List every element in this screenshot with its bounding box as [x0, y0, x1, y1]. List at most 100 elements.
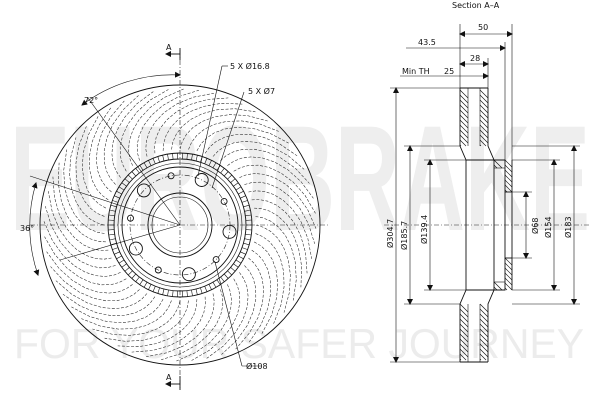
hatch-line — [504, 184, 513, 193]
ring-tick — [131, 273, 137, 279]
vane-curve — [81, 116, 107, 209]
angle-arc-36 — [29, 182, 40, 276]
dim-50: 50 — [478, 23, 488, 32]
vane-curve — [92, 300, 181, 336]
vane-curve — [45, 206, 116, 269]
front-view: A A 72° 36° 5 X Ø16.8 5 X Ø7 Ø108 — [20, 43, 330, 390]
ring-tick — [200, 287, 203, 294]
hatch-line — [504, 257, 513, 266]
watermark-line1: EUROBRAKE — [10, 94, 590, 262]
ring-tick — [139, 165, 144, 171]
ring-tick — [157, 287, 160, 294]
ring-tick — [191, 154, 193, 161]
ring-tick — [230, 178, 236, 183]
hatch-line — [479, 328, 489, 338]
dim-154: Ø154 — [543, 216, 553, 238]
ring-tick — [172, 153, 174, 160]
hatch-line — [459, 94, 469, 104]
hatch-line — [479, 144, 482, 147]
vane-curve — [248, 249, 271, 343]
vane-curve — [161, 289, 224, 360]
hatch-line — [479, 343, 489, 353]
hatch-line — [479, 99, 489, 109]
vane-curve — [191, 278, 241, 361]
hatch-line — [504, 282, 513, 291]
ring-tick — [109, 209, 116, 212]
ring-tick — [114, 195, 120, 199]
vane-curve — [43, 221, 121, 277]
ring-tick — [212, 282, 217, 288]
vane-curve — [171, 108, 256, 150]
hatch-line — [493, 164, 498, 169]
ring-tick — [233, 263, 239, 268]
ring-tick — [241, 200, 248, 203]
hatch-line — [459, 144, 462, 147]
hatch-line — [493, 281, 503, 291]
vane-curve — [233, 164, 316, 214]
ring-tick — [235, 186, 242, 191]
dim-183: Ø183 — [563, 216, 573, 238]
hatch-line — [504, 287, 508, 291]
hatch-line — [479, 109, 489, 119]
ring-tick — [223, 171, 229, 177]
hatch-line — [504, 169, 513, 178]
vane-curve — [154, 97, 229, 154]
section-mark-bottom: A — [166, 373, 172, 382]
ring-tick — [112, 247, 119, 250]
hatch-line — [504, 262, 513, 271]
vane-curve — [63, 149, 105, 234]
ring-tick — [162, 288, 165, 295]
vane-curve — [103, 95, 139, 185]
ring-tick — [244, 238, 251, 241]
vane-curve — [179, 114, 268, 150]
hatch-line — [479, 348, 489, 358]
hatch-line — [459, 124, 469, 134]
bolt-hole — [128, 241, 143, 256]
hatch-line — [493, 286, 498, 291]
hatch-line — [479, 303, 489, 313]
vane-curve — [162, 103, 243, 151]
hatch-line — [504, 277, 513, 286]
ring-tick — [195, 155, 198, 162]
hatch-line — [459, 104, 469, 114]
ring-tick — [244, 209, 251, 212]
ring-tick — [208, 160, 212, 166]
vane-curve — [212, 141, 305, 170]
hatch-line — [459, 308, 469, 318]
vane-curve — [50, 266, 140, 302]
bolt-holes-label: 5 X Ø16.8 — [230, 61, 270, 71]
dim-139-4: Ø139.4 — [419, 215, 429, 244]
ring-tick — [167, 154, 169, 161]
hatch-line — [504, 267, 513, 276]
vane-curve — [227, 156, 314, 199]
bolt-hole — [136, 183, 151, 198]
ring-tick — [235, 259, 242, 264]
ring-tick — [118, 259, 125, 264]
vane-curve — [204, 134, 298, 157]
vane-curve — [146, 293, 215, 357]
ring-tick — [245, 233, 252, 236]
ring-tick — [109, 238, 116, 241]
ring-tick — [121, 263, 127, 268]
vane-curve — [255, 224, 291, 313]
angle-label-36: 36° — [20, 224, 34, 233]
vane-curve — [248, 190, 312, 259]
vane-curve — [55, 280, 148, 309]
leader-pcd — [214, 261, 243, 367]
ring-tick — [135, 276, 140, 282]
vane-curve — [244, 181, 315, 244]
hatch-line — [459, 134, 469, 144]
dim-68: Ø68 — [530, 218, 540, 234]
vane-curve — [251, 199, 308, 274]
vane-curve — [52, 176, 109, 251]
vane-curve — [220, 148, 310, 184]
ring-tick — [204, 286, 208, 292]
vane-curve — [44, 236, 127, 286]
vane-curve — [235, 257, 264, 350]
vane-curve — [58, 162, 106, 243]
ring-tick — [208, 284, 212, 290]
hatch-line — [479, 94, 489, 104]
ring-tick — [227, 270, 233, 276]
vane-curve — [136, 90, 199, 161]
